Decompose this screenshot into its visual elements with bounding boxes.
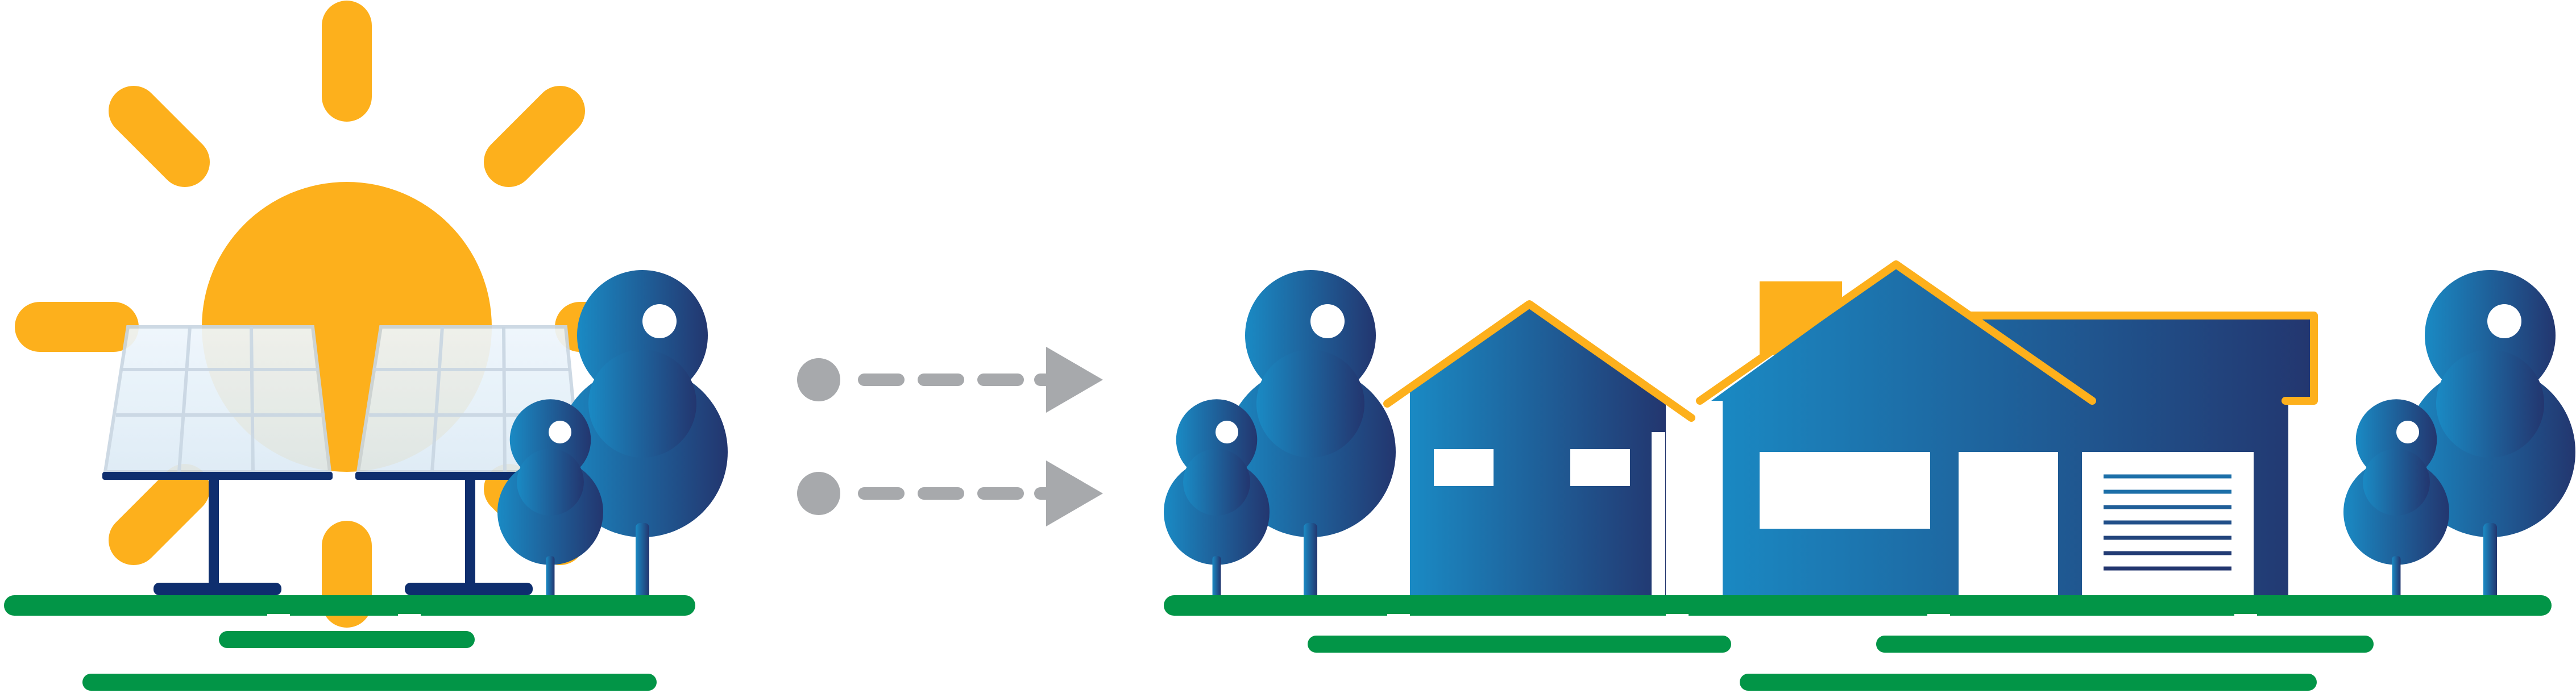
panel-post: [465, 478, 475, 591]
solar-panel-left: [102, 325, 333, 595]
tree-icon: [2343, 399, 2449, 609]
solar-panel-icon: [103, 325, 332, 474]
house-gap: [1652, 432, 1665, 597]
panel-foot: [405, 583, 533, 595]
ground-right: [1164, 595, 2552, 691]
garage-door-slats: [2104, 474, 2231, 571]
arrow-right-icon: [797, 347, 1103, 413]
panel-foot: [154, 583, 281, 595]
house-icon: [1383, 300, 1695, 597]
roof-trim-right: [1966, 312, 2318, 405]
roof-trim: [1696, 260, 2096, 405]
tree-highlight: [1216, 421, 1238, 443]
panel-base-bar: [102, 472, 333, 480]
house-icon: [1696, 260, 2318, 597]
tree-highlight: [2487, 304, 2521, 338]
house-body: [1410, 307, 1666, 597]
roof-trim: [1383, 300, 1695, 422]
tree-highlight: [2396, 421, 2419, 443]
tree-highlight: [549, 421, 571, 443]
window: [1434, 449, 1494, 486]
arrow-right-icon: [797, 460, 1103, 526]
tree-highlight: [642, 304, 677, 338]
panel-post: [209, 478, 219, 591]
house-gap: [1397, 432, 1410, 597]
tree-highlight: [1310, 304, 1345, 338]
door: [1959, 452, 2058, 597]
ground-left: [4, 595, 695, 691]
window: [1760, 452, 1930, 529]
window: [1570, 449, 1630, 486]
